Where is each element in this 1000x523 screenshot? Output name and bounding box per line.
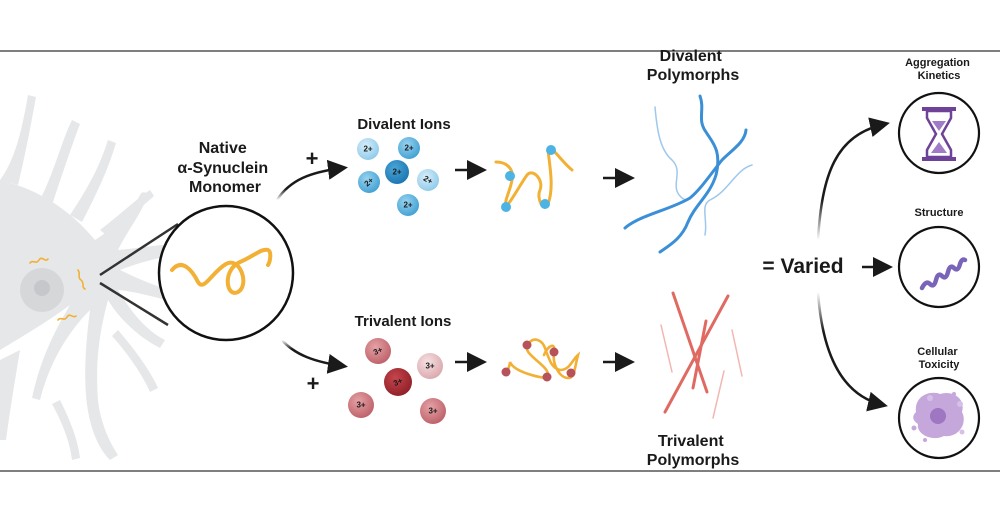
divalent-polymorphs-label: Divalent Polymorphs (647, 48, 740, 84)
svg-text:2+: 2+ (363, 145, 372, 154)
helix-icon (919, 257, 968, 291)
arrow-to-trivalent (281, 339, 348, 374)
svg-text:3+: 3+ (428, 407, 437, 416)
arrow-to-kinetics (816, 117, 890, 241)
svg-text:3+: 3+ (356, 401, 365, 410)
divalent-ion: 2+ (417, 169, 439, 191)
divalent-ion: 2+ (385, 160, 409, 184)
trivalent-polymorphs-label: Trivalent Polymorphs (647, 433, 740, 469)
trivalent-ion: 3+ (420, 398, 446, 424)
trivalent-ions-label: Trivalent Ions (355, 313, 452, 330)
varied-label: = Varied (762, 255, 843, 278)
plus-sign-top: + (306, 146, 319, 171)
monomer-strand (170, 247, 273, 295)
trivalent-bound-monomer (501, 338, 581, 382)
trivalent-ion: 3+ (348, 392, 374, 418)
divalent-bound-monomer (494, 145, 574, 212)
trivalent-ion: 3+ (384, 368, 412, 396)
neuron-illustration (0, 95, 200, 460)
monomer-label: Native α-Synuclein Monomer (177, 140, 272, 196)
svg-text:2+: 2+ (392, 168, 401, 177)
trivalent-fibrils (660, 291, 743, 419)
plus-sign-bottom: + (307, 371, 320, 396)
outcome-structure-circle (897, 225, 981, 309)
magnifier (99, 204, 295, 342)
divalent-ions-cluster: 2+ 2+ 2+ 2+ 2+ 2+ (357, 137, 439, 216)
outcome-structure-label: Structure (915, 207, 964, 219)
svg-text:3+: 3+ (372, 345, 384, 357)
svg-text:3+: 3+ (392, 376, 404, 388)
outcome-toxicity-label: Cellular Toxicity (917, 346, 960, 371)
arrow-to-toxicity (816, 291, 888, 412)
divalent-ion: 2+ (357, 138, 379, 160)
svg-text:2+: 2+ (404, 144, 413, 153)
divalent-ion: 2+ (397, 194, 419, 216)
trivalent-ion: 3+ (365, 338, 391, 364)
svg-text:3+: 3+ (425, 362, 434, 371)
trivalent-ions-cluster: 3+ 3+ 3+ 3+ 3+ (348, 338, 446, 424)
divalent-ion: 2+ (358, 171, 380, 193)
svg-text:2+: 2+ (403, 201, 412, 210)
cell-icon (911, 392, 965, 442)
divalent-ions-label: Divalent Ions (357, 116, 450, 133)
outcome-kinetics-circle (897, 91, 981, 175)
divalent-fibrils (623, 94, 753, 254)
arrow-to-divalent (275, 159, 348, 201)
trivalent-ion: 3+ (417, 353, 443, 379)
outcome-kinetics-label: Aggregation Kinetics (905, 57, 973, 82)
hourglass-icon (922, 107, 956, 161)
neuron-monomers (29, 257, 86, 321)
svg-text:2+: 2+ (422, 174, 435, 187)
monomer-zoom-circle (157, 204, 295, 342)
divalent-ion: 2+ (398, 137, 420, 159)
